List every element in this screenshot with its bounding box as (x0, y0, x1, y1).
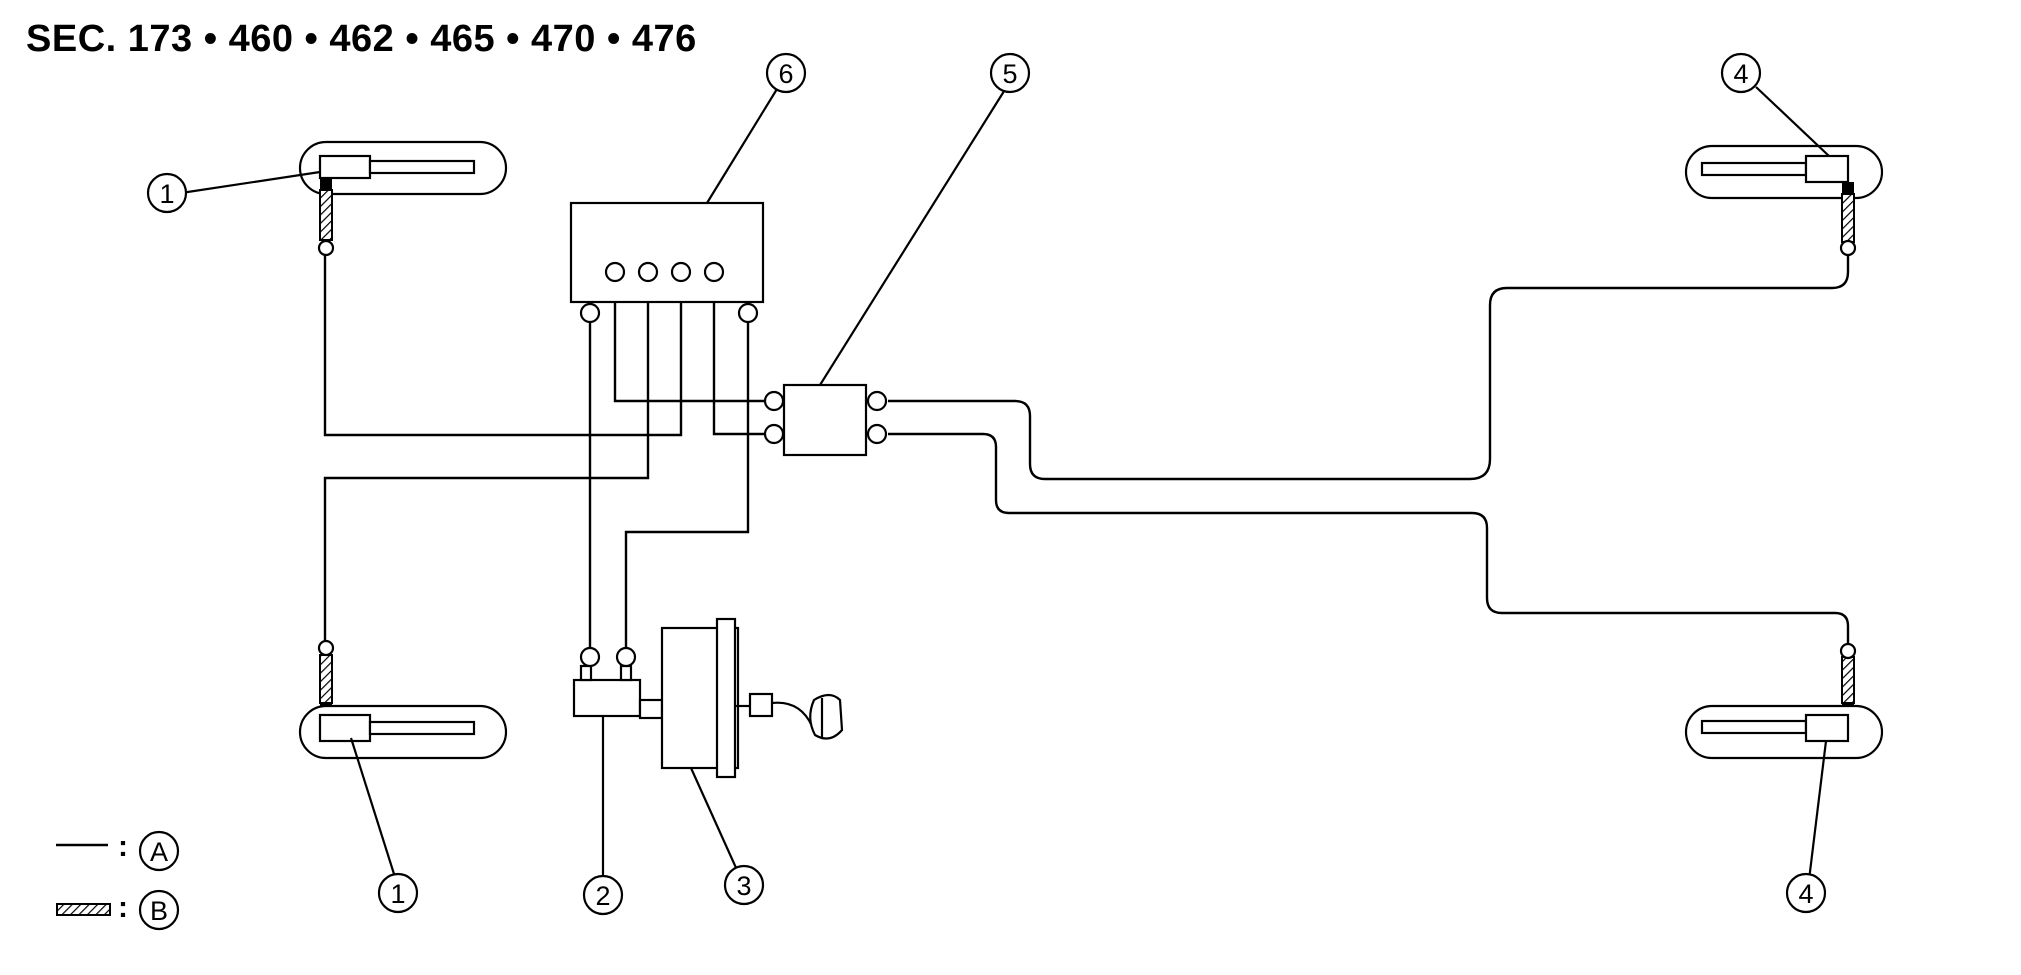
leader-lines (180, 86, 1830, 881)
callout-2-label: 2 (595, 881, 610, 911)
callout-5: 5 (989, 52, 1031, 94)
callout-1-top: 1 (146, 172, 188, 214)
rear-caliper-bottom-right (1684, 642, 1884, 760)
brake-lines (323, 248, 1850, 652)
front-caliper-bottom-left (298, 639, 508, 760)
master-cylinder-booster (572, 617, 844, 779)
legend-b-label: B (150, 896, 168, 926)
callout-4-bottom-label: 4 (1798, 879, 1813, 909)
legend-b-separator: : (118, 891, 128, 924)
callout-4-bottom: 4 (1785, 872, 1827, 914)
legend-a-separator: : (118, 830, 128, 863)
junction-block (763, 383, 888, 457)
legend-item-b: : B (56, 889, 180, 931)
callout-5-label: 5 (1002, 59, 1017, 89)
callout-3: 3 (723, 864, 765, 906)
section-title: SEC. 173 • 460 • 462 • 465 • 470 • 476 (26, 18, 697, 60)
callout-4-top-label: 4 (1733, 59, 1748, 89)
legend-item-a: : A (56, 830, 180, 872)
callout-4-top: 4 (1720, 52, 1762, 94)
callout-2: 2 (582, 874, 624, 916)
callout-6-label: 6 (778, 59, 793, 89)
callout-3-label: 3 (736, 871, 751, 901)
rear-caliper-top-right (1684, 144, 1884, 257)
legend-hatched-hose-symbol (56, 903, 111, 916)
actuator-unit (569, 201, 765, 324)
legend-a-label: A (150, 837, 168, 867)
front-caliper-top-left (298, 140, 508, 257)
callout-6: 6 (765, 52, 807, 94)
callout-1-bottom-label: 1 (390, 879, 405, 909)
legend: : A : B (56, 830, 180, 931)
callout-1-top-label: 1 (159, 179, 174, 209)
callout-1-bottom: 1 (377, 872, 419, 914)
